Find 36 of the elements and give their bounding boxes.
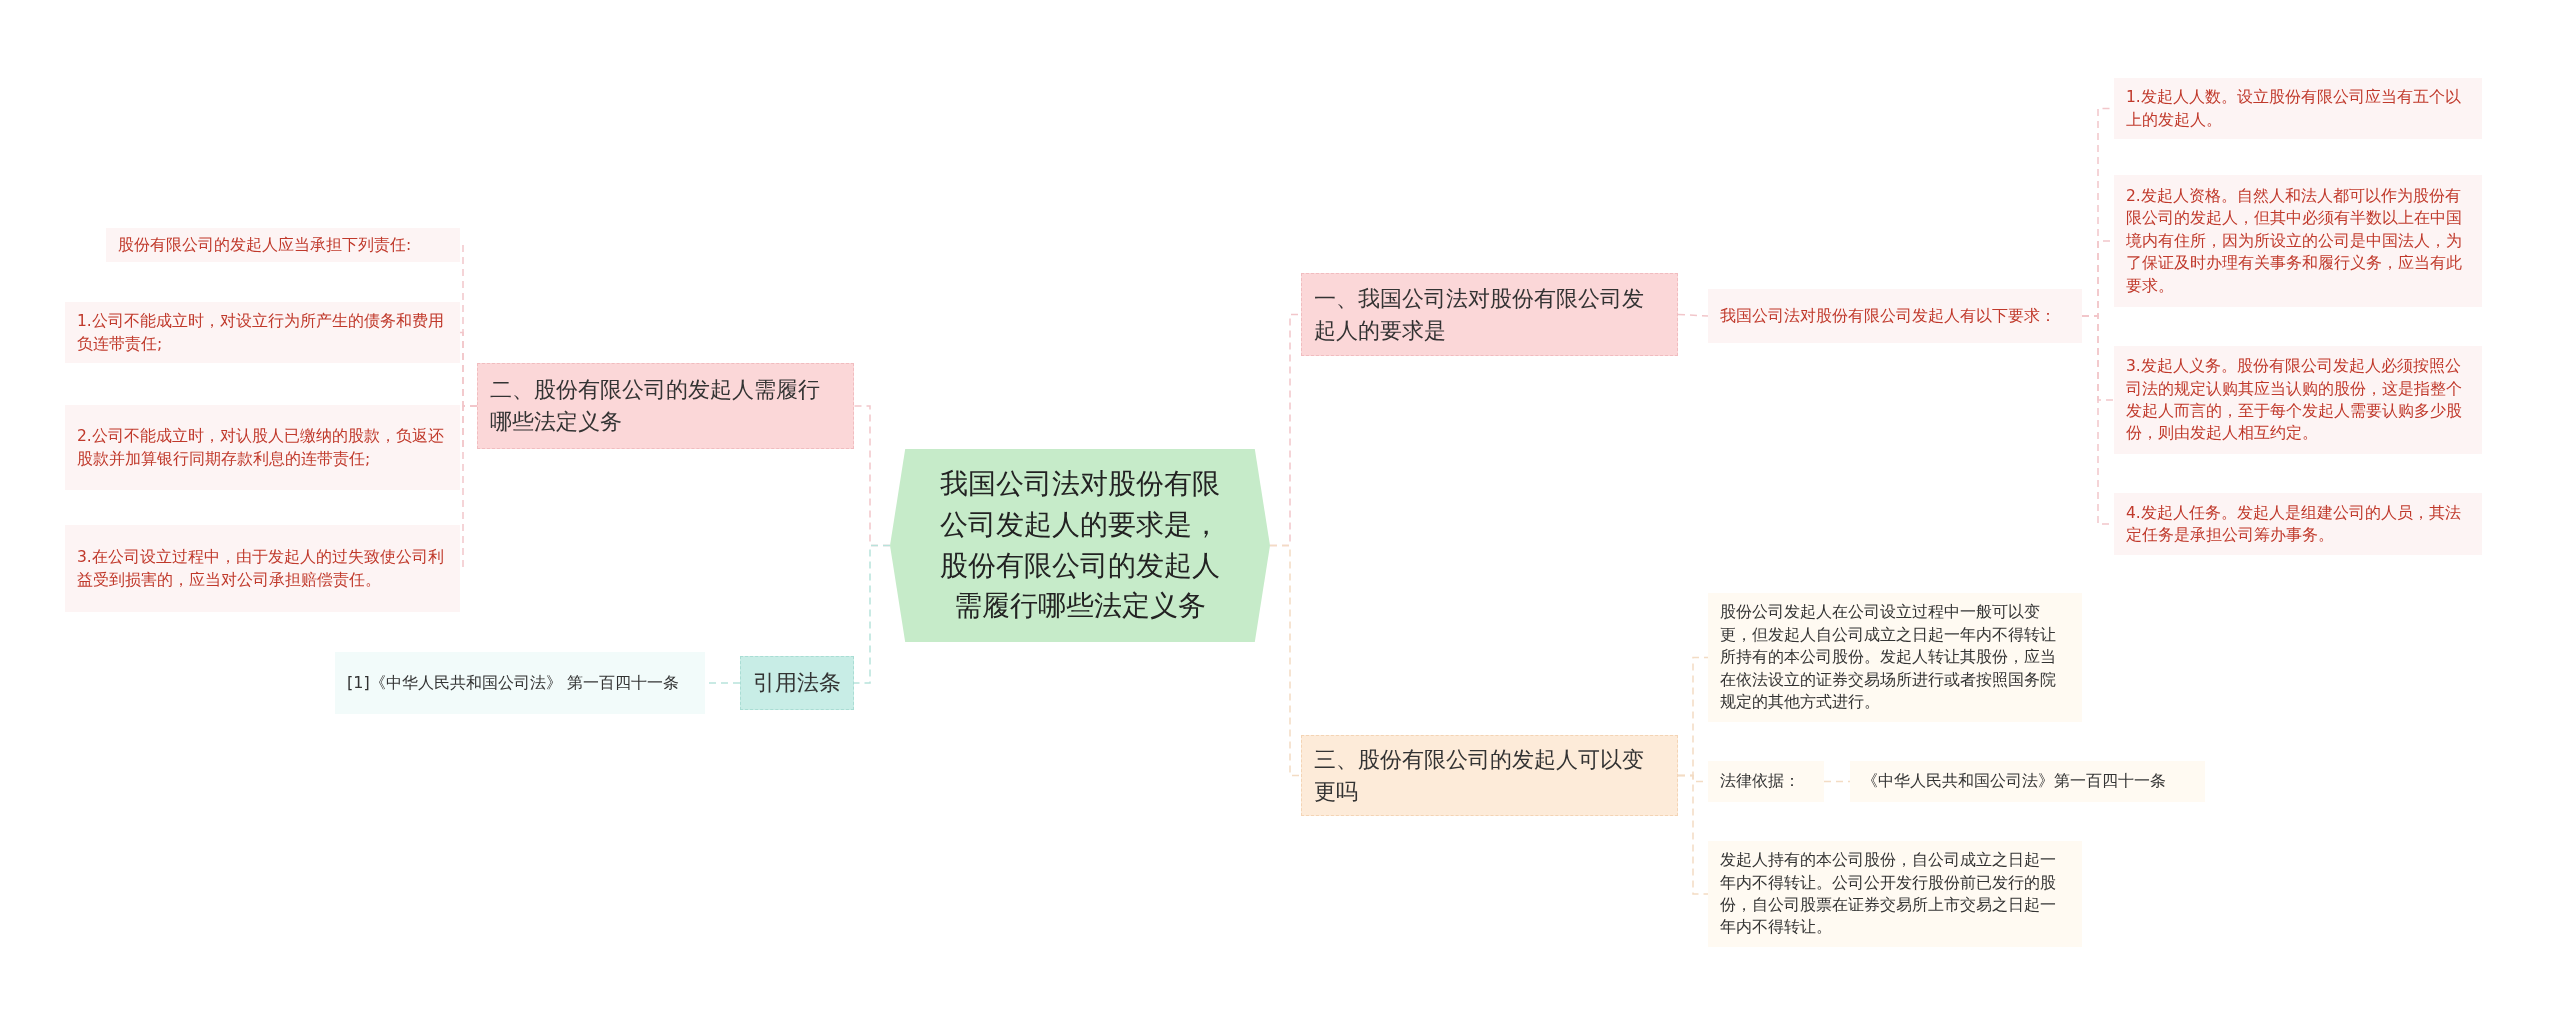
connector-line bbox=[853, 544, 891, 684]
topic-text: 股份有限公司的发起人应当承担下列责任: bbox=[118, 234, 412, 256]
topic-text: 《中华人民共和国公司法》第一百四十一条 bbox=[1862, 771, 2166, 793]
topic-text: 一、我国公司法对股份有限公司发起人的要求是 bbox=[1314, 284, 1645, 345]
topic-box bbox=[1708, 593, 2082, 722]
topic-text: 我国公司法对股份有限公司发起人有以下要求： bbox=[1720, 305, 2056, 327]
topic-text: 1.发起人人数。设立股份有限公司应当有五个以上的发起人。 bbox=[2126, 87, 2462, 131]
topic-box bbox=[2114, 346, 2482, 454]
topic-text: 法律依据： bbox=[1720, 771, 1800, 793]
topic-text: 3.发起人义务。股份有限公司发起人必须按照公司法的规定认购其应当认购的股份，这是指整个发起人而言的，至于每个发起人需要认购多少股份，则由发起人相互约定。 bbox=[2126, 356, 2463, 445]
topic-text: 发起人持有的本公司股份，自公司成立之日起一年内不得转让。公司公开发行股份前已发行的股份，自公司股票在证券交易所上市交易之日起一年内不得转让。 bbox=[1720, 850, 2057, 939]
topic-text: 2.发起人资格。自然人和法人都可以作为股份有限公司的发起人，但其中必须有半数以上在中国境内有住所，因为所设立的公司是中国法人，为了保证及时办理有关事务和履行义务，应当有此要求。 bbox=[2126, 185, 2463, 297]
topic-box bbox=[1850, 761, 2205, 802]
topic-box bbox=[1708, 841, 2082, 947]
topic-text: 股份公司发起人在公司设立过程中一般可以变更，但发起人自公司成立之日起一年内不得转让所持有的本公司股份。发起人转让其股份，应当在依法设立的证券交易场所进行或者按照国务院规定的其他方式进行。 bbox=[1720, 602, 2057, 714]
branch-box bbox=[740, 656, 854, 710]
topic-box bbox=[65, 302, 460, 363]
connector-line bbox=[1823, 780, 1851, 783]
topic-text: 4.发起人任务。发起人是组建公司的人员，其法定任务是承担公司筹办事务。 bbox=[2126, 502, 2462, 546]
topic-text: 2.公司不能成立时，对认股人已缴纳的股款，负返还股款并加算银行同期存款利息的连带责任; bbox=[77, 426, 445, 470]
branch-box bbox=[477, 363, 854, 449]
connector-line bbox=[1269, 544, 1302, 777]
connector-line bbox=[459, 405, 478, 570]
connector-line bbox=[1677, 313, 1709, 317]
topic-text: [1]《中华人民共和国公司法》 第一百四十一条 bbox=[347, 672, 679, 695]
topic-box bbox=[1708, 289, 2082, 343]
branch-box bbox=[1301, 735, 1678, 816]
topic-text: 我国公司法对股份有限公司发起人的要求是，股份有限公司的发起人需履行哪些法定义务 bbox=[940, 466, 1220, 625]
topic-text: 二、股份有限公司的发起人需履行哪些法定义务 bbox=[490, 376, 821, 436]
topic-box bbox=[1708, 761, 1824, 802]
topic-text: 1.公司不能成立时，对设立行为所产生的债务和费用负连带责任; bbox=[77, 311, 445, 355]
topic-text: 三、股份有限公司的发起人可以变更吗 bbox=[1314, 745, 1645, 806]
connector-line bbox=[1677, 774, 1709, 895]
topic-text: 引用法条 bbox=[753, 669, 841, 698]
topic-text: 3.在公司设立过程中，由于发起人的过失致使公司利益受到损害的，应当对公司承担赔偿责任。 bbox=[77, 547, 445, 591]
branch-box bbox=[1301, 273, 1678, 356]
